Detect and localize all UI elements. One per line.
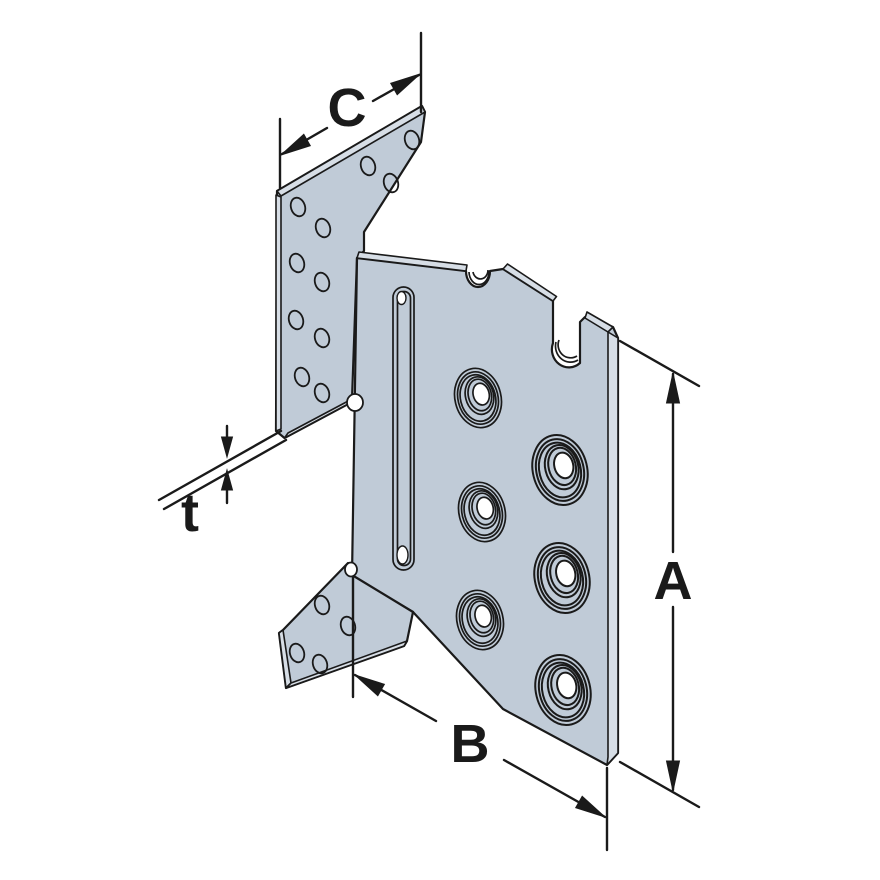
dimension-b: B	[351, 575, 609, 852]
a-extension-top	[618, 339, 701, 388]
c-arrowhead-right	[389, 73, 421, 96]
dimension-a: A	[618, 339, 701, 809]
dim-label-b: B	[451, 714, 490, 774]
top-notch-walls	[468, 269, 579, 363]
main-plate	[350, 251, 620, 767]
main-plate-tab-edge	[584, 311, 614, 333]
dimension-t: t	[157, 424, 288, 543]
a-arrowhead-down	[665, 760, 681, 792]
t-extension-upper	[157, 429, 283, 502]
b-arrowhead-right	[574, 795, 606, 818]
main-plate-right-edge	[606, 331, 619, 766]
lower-flange	[277, 561, 415, 690]
upper-flange	[274, 104, 427, 440]
dim-label-t: t	[181, 483, 199, 543]
dimension-c: C	[278, 31, 423, 190]
main-plate-bevel-edge	[502, 263, 558, 302]
main-plate-top-edge	[356, 251, 468, 272]
c-arrowhead-left	[280, 133, 312, 156]
t-extension-lower	[162, 438, 288, 511]
lower-flange-bottom-edge	[285, 640, 408, 689]
t-arrowhead-down	[220, 436, 234, 459]
b-arrowhead-left	[354, 674, 386, 697]
bend-relief-upper	[346, 393, 364, 412]
dim-label-a: A	[654, 551, 693, 611]
edge-slot	[392, 286, 415, 571]
a-extension-bottom	[618, 760, 701, 809]
dim-label-c: C	[328, 78, 367, 138]
bend-relief-lower	[344, 561, 358, 578]
upper-flange-top-edge	[276, 105, 426, 197]
upper-flange-left-edge	[275, 194, 282, 432]
a-arrowhead-up	[665, 372, 681, 404]
